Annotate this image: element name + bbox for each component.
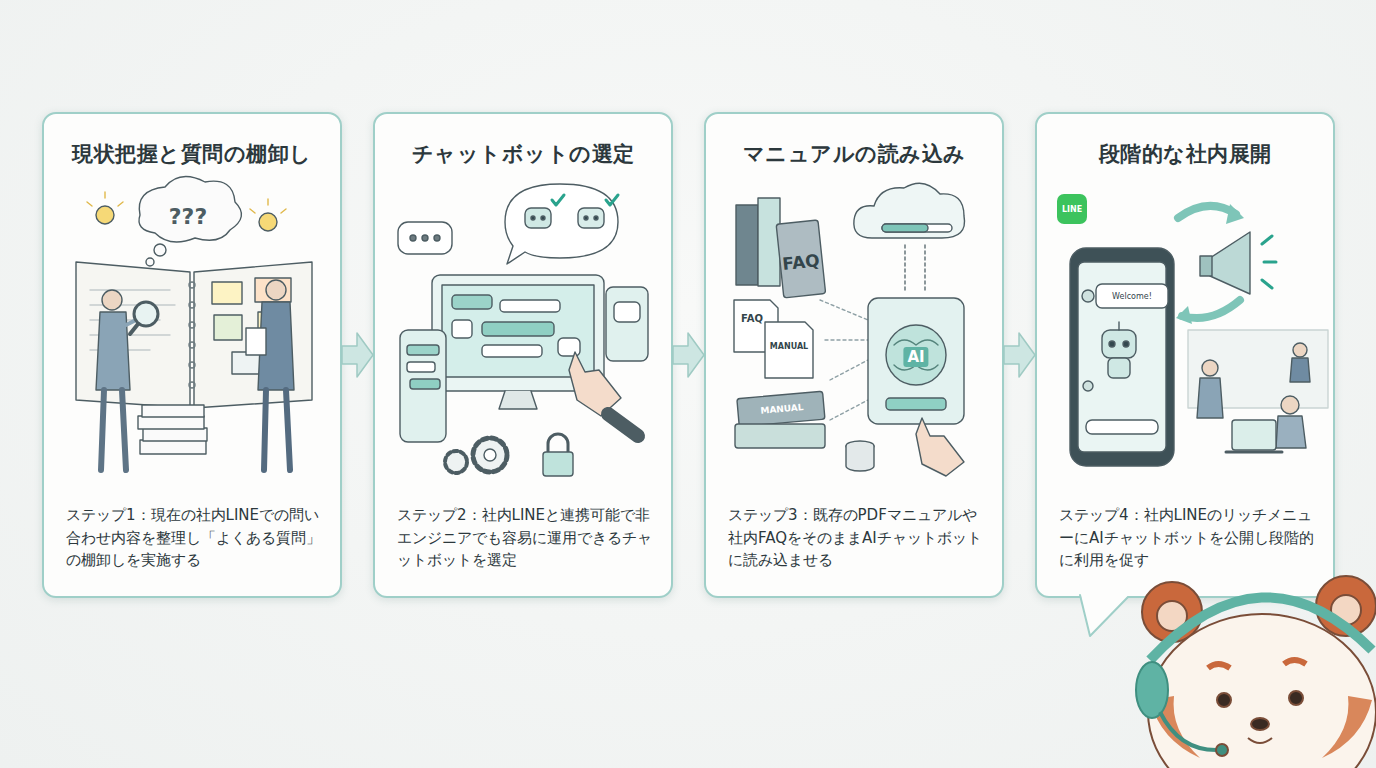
flow-arrow [673,333,704,377]
step-description: ステップ1：現在の社内LINEでの問い合わせ内容を整理し「よくある質問」の棚卸し… [66,504,322,572]
step-description: ステップ3：既存のPDFマニュアルや社内FAQをそのままAIチャットボットに読み… [728,504,984,572]
step-heading: マニュアルの読み込み [714,140,994,168]
selection-illustration [398,184,648,476]
step-panel: マニュアルの読み込みステップ3：既存のPDFマニュアルや社内FAQをそのままAI… [704,112,1004,598]
step-panel: チャットボットの選定ステップ2：社内LINEと連携可能で非エンジニアでも容易に運… [373,112,673,598]
step-description: ステップ2：社内LINEと連携可能で非エンジニアでも容易に運用できるチャットボッ… [397,504,653,572]
step-panel: 段階的な社内展開ステップ4：社内LINEのリッチメニューにAIチャットボットを公… [1035,112,1335,598]
step-heading: チャットボットの選定 [383,140,663,168]
rollout-illustration [1057,194,1328,636]
step-heading: 段階的な社内展開 [1045,140,1325,168]
flow-arrow [342,333,373,377]
step-description: ステップ4：社内LINEのリッチメニューにAIチャットボットを公開し段階的に利用… [1059,504,1315,572]
inventory-illustration [76,177,312,470]
flow-arrow [1004,333,1035,377]
step-panel: 現状把握と質問の棚卸しステップ1：現在の社内LINEでの問い合わせ内容を整理し「… [42,112,342,598]
step-heading: 現状把握と質問の棚卸し [52,140,332,168]
loading-illustration [734,183,965,476]
